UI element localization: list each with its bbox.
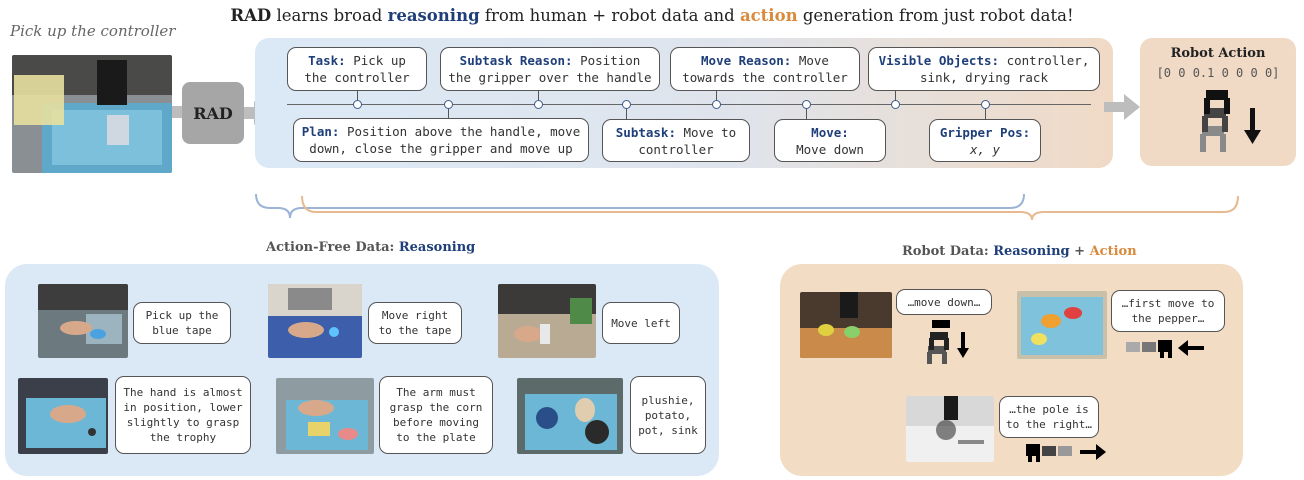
timeline-node [891,100,900,109]
gripper-down-icon [927,320,969,364]
subtask-box: Subtask: Move to controller [602,119,750,162]
robot-data-title-prefix: Robot Data: [902,244,994,259]
robot-action-vector: [0 0 0.1 0 0 0 0] [1156,66,1280,80]
rad-block: RAD [182,82,244,144]
instruction-text: Pick up the controller [10,22,176,40]
human-photo [268,284,362,358]
visible-objects-box: Visible Objects: controller, sink, dryin… [868,47,1100,91]
title-part3: generation from just robot data! [797,6,1074,25]
plan-label: Plan: [301,124,340,139]
subtask-reason-text: Position the gripper over the handle [448,53,652,85]
bubble: plushie, potato, pot, sink [630,376,706,454]
action-free-title-reason: Reasoning [398,240,476,255]
task-text: Pick up the controller [304,53,410,85]
bubble: The arm must grasp the corn before movin… [379,376,493,454]
timeline-node [622,100,631,109]
robot-action-title: Robot Action [1170,46,1266,61]
gripper-right-icon [1026,444,1106,462]
gripper-pos-text: x, y [969,142,1001,157]
robot-data-title: Robot Data: Reasoning + Action [902,244,1137,259]
move-box: Move: Move down [774,119,886,162]
timeline-node [981,100,990,109]
subtask-reason-box: Subtask Reason: Position the gripper ove… [440,47,660,91]
human-photo [38,284,128,358]
action-free-title-prefix: Action-Free Data: [266,240,399,255]
title-action: action [739,6,798,25]
gripper-down-icon [1200,90,1261,152]
bubble: Move left [602,302,680,344]
visible-objects-label: Visible Objects: [878,53,1000,68]
figure-title: RAD learns broad reasoning from human + … [0,6,1304,25]
move-reason-label: Move Reason: [701,53,792,68]
timeline-node [534,100,543,109]
plan-text: Position above the handle, move down, cl… [309,124,581,156]
plan-box: Plan: Position above the handle, move do… [293,118,589,162]
subtask-reason-label: Subtask Reason: [459,53,573,68]
gripper-pos-box: Gripper Pos: x, y [929,119,1041,162]
human-photo [18,378,108,454]
robot-photo [800,292,892,358]
title-rad: RAD [230,6,272,25]
timeline-line [287,104,1091,105]
human-photo [517,378,623,454]
move-text: Move down [796,142,864,157]
robot-data-title-plus: + [1069,244,1090,259]
title-part2: from human + robot data and [479,6,740,25]
title-reasoning: reasoning [387,6,480,25]
robot-photo [906,396,994,462]
subtask-label: Subtask: [615,125,676,140]
human-photo [498,284,596,358]
bubble: …the pole is to the right… [999,396,1099,438]
human-photo [276,378,374,454]
move-label: Move: [811,125,849,140]
data-brackets [255,193,1239,221]
move-reason-text: Move towards the controller [682,53,848,85]
bubble: The hand is almost in position, lower sl… [115,376,251,454]
move-reason-box: Move Reason: Move towards the controller [670,47,860,91]
arrow-to-action [1104,94,1140,120]
timeline-node [353,100,362,109]
timeline-node [444,100,453,109]
bubble: …move down… [896,289,992,315]
bubble: …first move to the pepper… [1111,290,1225,332]
bubble: Move right to the tape [368,302,462,344]
subtask-text: Move to controller [638,125,737,157]
input-photo [12,55,172,173]
timeline-node [802,100,811,109]
action-free-title: Action-Free Data: Reasoning [266,240,475,255]
gripper-pos-label: Gripper Pos: [939,125,1031,140]
title-part1: learns broad [271,6,388,25]
robot-photo [1017,291,1107,359]
robot-data-title-reason: Reasoning [993,244,1070,259]
gripper-left-icon [1126,340,1204,358]
robot-data-title-action: Action [1089,244,1137,259]
visible-objects-text: controller, sink, drying rack [920,53,1090,85]
bubble: Pick up the blue tape [133,302,231,344]
robot-action-panel [1140,38,1296,166]
task-box: Task: Pick up the controller [287,47,427,91]
task-label: Task: [308,53,346,68]
timeline-node [712,100,721,109]
